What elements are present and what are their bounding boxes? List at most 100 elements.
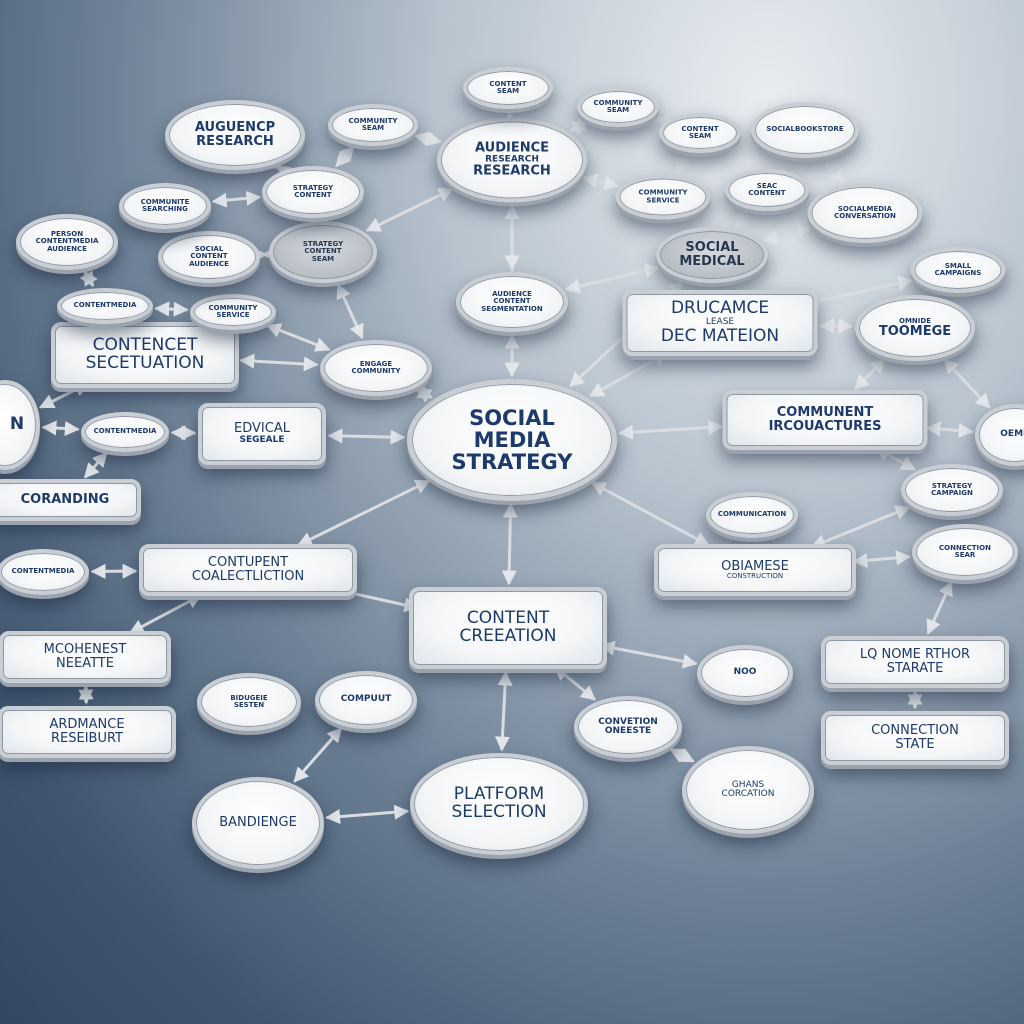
node-label: SEAM <box>361 124 385 132</box>
node-label: COALECTLICTION <box>191 569 305 584</box>
node-label: CORANDING <box>20 492 110 508</box>
node-label: OEMII <box>1000 429 1024 440</box>
node-label: PERSON <box>50 229 84 238</box>
connector-arrow <box>325 804 410 825</box>
node-small[interactable]: CONTENTMEDIA <box>81 412 169 452</box>
connector-arrow <box>669 747 695 763</box>
node-label: CONTENT <box>294 191 332 199</box>
node-label: MCOHENEST <box>43 642 127 658</box>
node-bandienge[interactable]: BANDIENGE <box>192 777 324 869</box>
node-label: RESEARCH <box>196 134 274 149</box>
node-label: CAMPAIGNS <box>934 269 982 277</box>
node-label: CONTENTMEDIA <box>35 237 99 246</box>
node-small[interactable]: CONTENTMEDIA <box>0 549 89 595</box>
node-label: MEDIA <box>473 427 551 452</box>
connector-arrow <box>239 353 319 372</box>
node-label: SESTEN <box>233 701 265 709</box>
node-label: COMMUNITY <box>208 303 258 312</box>
connector-arrow <box>588 351 669 398</box>
node-label: SEAM <box>606 106 630 114</box>
node-label: AUDIENCE <box>474 140 550 156</box>
node-label: COMMUNITY <box>593 98 643 107</box>
node-label: AUGUENCP <box>194 120 276 136</box>
node-small[interactable]: COMMUNICATION <box>706 492 798 538</box>
connector-arrow <box>590 481 710 547</box>
connector-arrow <box>79 269 98 288</box>
connector-arrow <box>415 384 434 403</box>
node-label: LEASE <box>705 317 735 328</box>
node-label: COMMUNICATION <box>717 510 787 519</box>
node-label: SOCIAL <box>194 244 224 253</box>
node-label: ENGAGE <box>359 359 393 368</box>
node-compuut[interactable]: COMPUUT <box>315 671 417 729</box>
connector-arrow <box>336 283 364 340</box>
node-label: STRATEGY <box>302 239 344 248</box>
node-label: DRUCAMCE <box>670 298 770 319</box>
node-label: SERVICE <box>646 196 680 204</box>
connector-arrow <box>211 190 262 208</box>
node-label: CAMPAIGN <box>931 489 973 497</box>
connector-arrow <box>874 446 917 471</box>
node-label: COMMUNITY <box>348 116 398 125</box>
node-label: CONTENT <box>748 189 786 197</box>
node-coranding[interactable]: CORANDING <box>0 479 141 521</box>
connector-arrow <box>494 670 513 752</box>
node-label: SEARCHING <box>142 205 188 213</box>
node-noo[interactable]: NOO <box>697 645 793 701</box>
node-label: CONVERSATION <box>834 212 896 220</box>
connector-arrow <box>674 153 691 175</box>
connector-arrow <box>293 727 343 783</box>
node-label: STARATE <box>886 661 944 676</box>
node-label: SEAM <box>311 254 335 263</box>
node-label: CONTENTMEDIA <box>93 427 157 436</box>
node-small[interactable]: SOCIALBOOKSTORE <box>751 102 859 158</box>
node-label: AUDIENCE <box>47 244 87 253</box>
node-label: CONVETION <box>598 716 658 727</box>
node-label: PLATFORM <box>453 784 545 805</box>
connector-arrow <box>617 419 724 440</box>
connector-arrow <box>943 358 991 409</box>
node-label: BIDUGEIE <box>230 693 268 702</box>
node-label: CONSTRUCTION <box>726 572 784 581</box>
node-label: TOOMEGE <box>878 323 952 339</box>
node-small[interactable]: CONTENTMEDIA <box>57 288 153 324</box>
